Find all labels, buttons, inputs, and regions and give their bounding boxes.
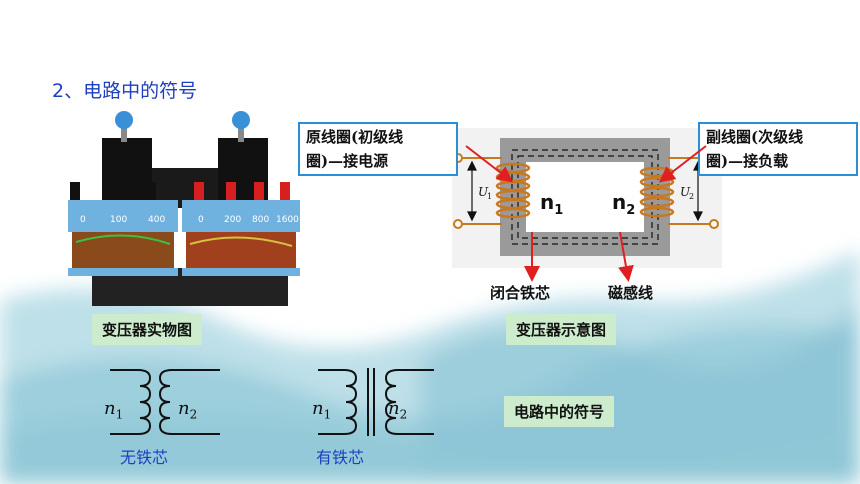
diagram-caption: 变压器示意图 xyxy=(506,314,617,345)
scale-label: 0 xyxy=(80,215,86,225)
photo-caption: 变压器实物图 xyxy=(92,314,203,345)
symbol-n2-with-core: n2 xyxy=(388,398,408,422)
primary-arrow xyxy=(465,145,514,183)
secondary-callout-line1: 副线圈(次级线 xyxy=(706,128,804,146)
symbol-n1-with-core: n1 xyxy=(312,398,332,422)
u1-label: U xyxy=(478,185,489,199)
secondary-coil-callout: 副线圈(次级线 圈)—接负载 xyxy=(698,122,858,176)
symbol-n2-no-core: n2 xyxy=(178,398,198,422)
transformer-photo: 0 100 400 0 200 800 1600 xyxy=(68,111,300,306)
flux-arrow xyxy=(618,231,634,282)
section-heading: 2、电路中的符号 xyxy=(52,80,198,102)
scale-label: 800 xyxy=(252,215,269,225)
primary-coil-callout: 原线圈(初级线 圈)—接电源 xyxy=(298,122,458,176)
scale-label: 400 xyxy=(148,215,165,225)
secondary-arrow xyxy=(658,145,707,183)
secondary-callout-line2: 圈)—接负载 xyxy=(706,152,789,170)
symbol-caption: 电路中的符号 xyxy=(504,396,615,427)
symbol-n1-no-core: n1 xyxy=(104,398,124,422)
with-core-label: 有铁芯 xyxy=(316,448,365,467)
u2-subscript: 2 xyxy=(689,192,694,201)
scale-label: 200 xyxy=(224,215,241,225)
symbol-with-core xyxy=(318,368,434,436)
primary-callout-line2: 圈)—接电源 xyxy=(306,152,389,170)
transformer-schematic: U 1 U 2 xyxy=(452,128,722,268)
u2-label: U xyxy=(680,185,691,199)
n1-label: n1 xyxy=(540,190,564,218)
scale-label: 1600 xyxy=(276,215,299,225)
primary-callout-line1: 原线圈(初级线 xyxy=(306,128,404,146)
scale-label: 100 xyxy=(110,215,127,225)
core-label: 闭合铁芯 xyxy=(490,284,551,302)
u1-subscript: 1 xyxy=(487,192,492,201)
scale-label: 0 xyxy=(198,215,204,225)
n2-label: n2 xyxy=(612,190,636,218)
no-core-label: 无铁芯 xyxy=(120,448,169,467)
symbol-no-core xyxy=(110,369,220,435)
flux-label: 磁感线 xyxy=(608,284,654,302)
